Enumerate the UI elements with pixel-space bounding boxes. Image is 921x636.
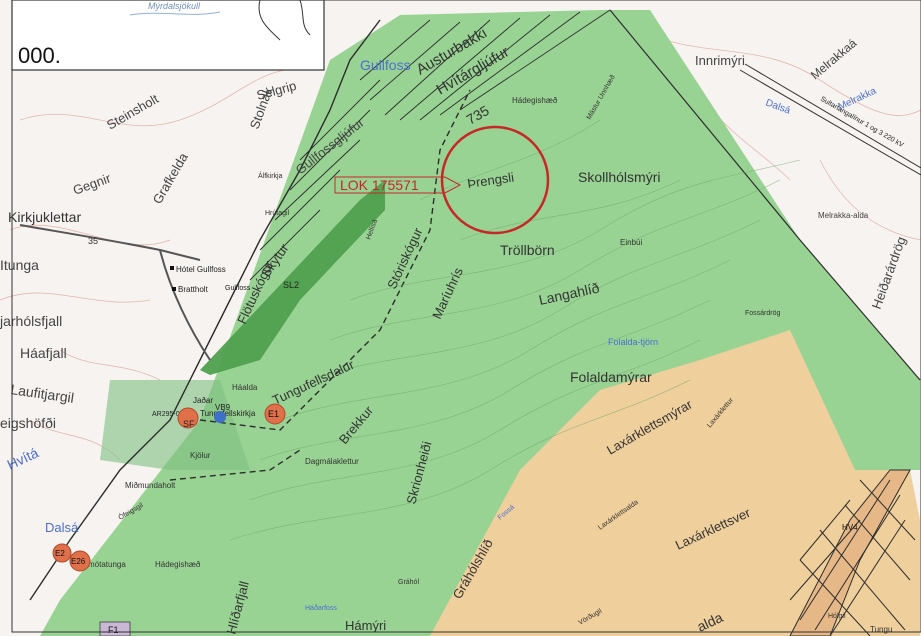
scale-text: 000. — [18, 43, 61, 68]
kirkjuklettar-label: Kirkjuklettar — [8, 209, 81, 225]
f1-label: F1 — [108, 625, 119, 635]
bratthollt-marker — [172, 287, 176, 291]
fossardrog-label: Fossárdrög — [745, 310, 781, 317]
lok-label: LOK 175571 — [340, 177, 419, 193]
hv4-label: HV4 — [842, 523, 858, 532]
power-line — [739, 63, 921, 176]
midmundaholt-label: Miðmundaholt — [125, 481, 176, 490]
contours — [229, 119, 801, 541]
road-number-label: 35 — [88, 236, 98, 246]
sl2-label: SL2 — [283, 280, 299, 290]
sf-point — [177, 407, 199, 429]
grahol-label: Gráhól — [398, 579, 419, 586]
jadar-label: Jaðar — [193, 396, 213, 405]
e26-label: E26 — [71, 557, 86, 566]
points: SF E1 E2 E26 F1 — [52, 266, 286, 636]
lok-marker: LOK 175571 — [334, 176, 462, 194]
skollholsmyri-label: Skollhólsmýri — [578, 169, 660, 185]
hrutagil-label: Hrútagil — [265, 210, 290, 217]
tungu-label: Tungu — [870, 625, 892, 634]
tungufellskirkja-label: Tungufellskirkja — [200, 409, 256, 418]
e1-point — [264, 403, 286, 425]
inset-box: Mýrdalsjökull 000. — [11, 0, 325, 71]
dalsa-left-label: Dalsá — [45, 520, 79, 535]
ar-label: AR295-06 — [152, 411, 184, 418]
haalda-label: Háalda — [232, 383, 258, 392]
sf-label: SF — [183, 419, 195, 429]
e26-point — [69, 550, 91, 572]
hamyri-label: Hámýri — [345, 618, 386, 633]
e1-label: E1 — [268, 409, 279, 419]
tunga-label: Itunga — [0, 257, 39, 273]
myrdalsjokull-label: Mýrdalsjökull — [148, 1, 201, 11]
eigshofdi-label: eigshöfði — [0, 415, 56, 431]
dagmalaklettur-label: Dagmálaklettur — [305, 457, 359, 466]
road-35 — [19, 224, 211, 361]
vb9-label: VB9 — [215, 403, 231, 412]
jarholsfjall-label: jarhólsfjall — [0, 313, 62, 329]
haafjall-label: Háafjall — [20, 345, 67, 361]
hotel-label: Hótel Gullfoss — [176, 265, 226, 274]
trollborn-label: Tröllbörn — [500, 242, 555, 258]
folaldamyrar-label: Folaldamýrar — [570, 369, 652, 385]
hadegishaed-top-label: Hádegishæð — [512, 96, 558, 105]
highlight-circle — [440, 125, 550, 235]
tan-zone — [430, 330, 920, 636]
hadarfoss-label: Háðarfoss — [305, 604, 337, 612]
gullfoss-small-label: Gullfoss — [225, 285, 251, 292]
folalda-tjorn-label: Folalda-tjörn — [608, 337, 658, 347]
stipple-zone — [100, 380, 250, 470]
gullfoss-label: Gullfoss — [360, 57, 411, 73]
vb9-point — [214, 411, 226, 423]
bratthollt-label: Brattholt — [178, 285, 209, 294]
e2-label: E2 — [55, 549, 65, 558]
gorge-hatch — [249, 9, 611, 281]
alfkirkja-label: Álfkirkja — [258, 171, 283, 180]
kjolur-label: Kjölur — [190, 451, 211, 460]
armotatunga-label: Ármótatunga — [80, 560, 126, 569]
reserve-area — [200, 180, 385, 375]
boundary-lines — [29, 9, 921, 601]
e2-point — [52, 543, 72, 563]
bottom-right-small-label: Hólgil — [828, 613, 846, 620]
einbui-label: Einbúi — [620, 238, 642, 247]
map-frame — [11, 0, 921, 633]
melrakka-alda-label: Melrakka-alda — [818, 211, 869, 220]
hv4-hatch — [789, 469, 916, 636]
innrimyri-label: Innrimýri — [695, 53, 745, 68]
hadegishaed-bottom-label: Hádegishæð — [155, 560, 201, 569]
hotel-marker — [170, 266, 174, 270]
threngsli-label: Þrengsli — [466, 170, 515, 191]
